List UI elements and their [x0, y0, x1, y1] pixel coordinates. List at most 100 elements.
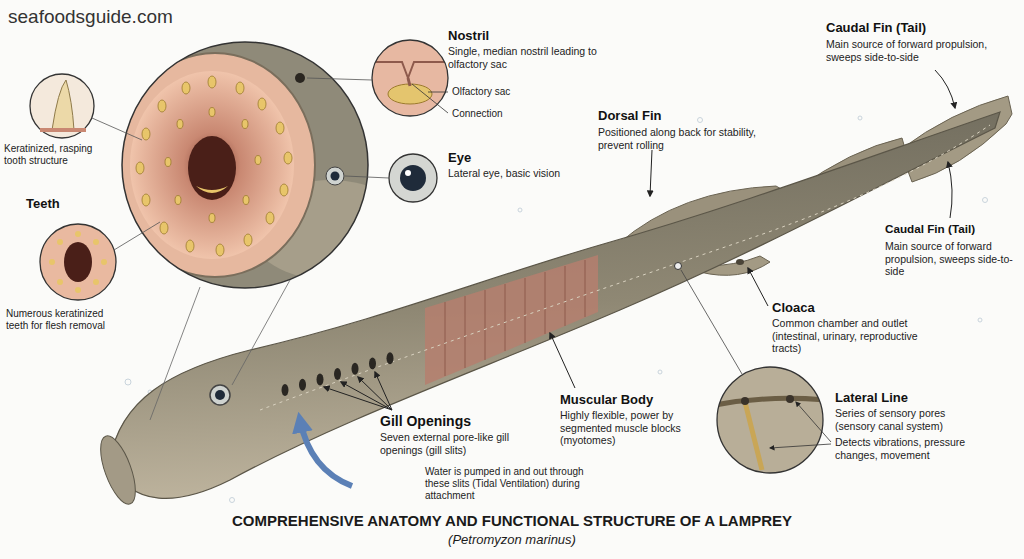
lateral-line-leader: [681, 270, 742, 374]
gill-arrow: [341, 382, 392, 410]
gill-slit: [369, 358, 376, 370]
teeth-leader: [114, 222, 160, 250]
sensory-pore: [741, 397, 749, 405]
part-name: Connection: [452, 108, 552, 120]
tooth: [142, 128, 150, 140]
tooth-dot: [49, 259, 55, 265]
olfactory-leader: [428, 92, 448, 93]
tooth: [142, 194, 150, 206]
tooth-dot: [75, 287, 81, 293]
tooth: [280, 184, 288, 196]
gill-slit: [299, 379, 306, 391]
myotome-line: [505, 284, 506, 351]
tooth: [266, 212, 274, 224]
nostril-inset-border: [372, 40, 448, 116]
bubble: [518, 208, 522, 212]
gill-slits: [282, 352, 394, 396]
part-description: Common chamber and outlet (intestinal, u…: [772, 317, 922, 355]
part-name: Nostril: [448, 28, 588, 44]
watermark: seafoodsguide.com: [8, 6, 228, 29]
part-name: Dorsal Fin: [598, 108, 758, 124]
part-description: Keratinized, rasping tooth structure: [4, 143, 104, 167]
caudal-arrow: [935, 70, 955, 108]
part-description: Single, median nostril leading to olfact…: [448, 45, 608, 70]
part-description: Main source of forward propulsion, sweep…: [826, 38, 998, 63]
diagram-title: COMPREHENSIVE ANATOMY AND FUNCTIONAL STR…: [0, 512, 1024, 529]
body-pupil: [215, 390, 225, 400]
part-description: Positioned along back for stability, pre…: [598, 126, 763, 151]
eye-leader: [345, 176, 389, 178]
water-flow-arrow: [300, 420, 352, 486]
part-description: Series of sensory pores (sensory canal s…: [835, 407, 985, 432]
bubble: [978, 318, 982, 322]
myotome-line: [485, 290, 486, 360]
part-description: Detects vibrations, pressure changes, mo…: [835, 436, 985, 461]
tooth: [255, 156, 261, 165]
teeth-inset-teeth: [49, 231, 107, 293]
lateral-line-inset-border: [717, 367, 823, 473]
tooth: [236, 82, 244, 94]
tooth-dot: [93, 279, 99, 285]
nostril-inset: [370, 38, 450, 118]
gill-slit: [334, 368, 341, 380]
tooth: [177, 120, 183, 129]
part-name: Teeth: [26, 196, 106, 212]
teeth: [136, 76, 292, 256]
part-name: Eye: [448, 150, 568, 166]
single-tooth: [52, 80, 74, 130]
bubble: [230, 498, 235, 503]
connection-leader: [412, 84, 448, 113]
gill-arrow: [375, 372, 392, 410]
lateral-line: [260, 125, 990, 410]
nostril-skin: [372, 62, 450, 78]
gill-slit: [352, 363, 359, 375]
tooth: [186, 240, 194, 252]
myotome-line: [525, 278, 526, 343]
myotome-line: [565, 266, 566, 326]
head-eye: [326, 167, 344, 185]
nostril-leader: [307, 78, 372, 80]
part-name: Muscular Body: [560, 392, 720, 408]
inset-leader: [232, 280, 290, 385]
part-description: Highly flexible, power by segmented musc…: [560, 409, 720, 447]
gill-arrow: [324, 387, 392, 410]
gill-slit: [282, 384, 289, 396]
tooth-base: [40, 128, 86, 132]
myotome-line: [465, 296, 466, 368]
lateral-line-inset: [715, 365, 825, 475]
note: Water is pumped in and out through these…: [425, 466, 605, 502]
oral-disc-rim: [115, 53, 315, 277]
tooth: [243, 196, 249, 205]
tooth: [216, 244, 224, 256]
tooth-dot: [57, 239, 63, 245]
tooth-dot: [93, 239, 99, 245]
eye-highlight: [405, 170, 411, 176]
tooth: [284, 152, 292, 164]
tooth-inset: [30, 74, 94, 138]
tooth: [208, 76, 216, 88]
part-name: Lateral Line: [835, 390, 995, 406]
cloaca-arrow: [748, 268, 768, 306]
teeth-inset: [40, 224, 116, 300]
part-description: Seven external pore-like gill openings (…: [380, 431, 550, 456]
part-description: Lateral eye, basic vision: [448, 167, 578, 180]
dorsal-arrow: [650, 150, 652, 196]
bubble: [125, 379, 131, 385]
head-nostril: [295, 73, 305, 83]
tooth: [182, 82, 190, 94]
part-description: Numerous keratinized teeth for flesh rem…: [6, 308, 121, 332]
sensory-canal: [715, 398, 825, 405]
tooth-dot: [101, 259, 107, 265]
gill-slit: [387, 352, 394, 364]
tooth-dot: [57, 279, 63, 285]
tooth: [258, 98, 266, 110]
bubble: [858, 116, 862, 120]
nostril-duct: [408, 78, 410, 86]
myotome-line: [585, 260, 586, 317]
sensory-pore: [786, 395, 794, 403]
diagram-caption: (Petromyzon marinus): [0, 532, 1024, 547]
myotome-line: [545, 272, 546, 334]
muscle-arrow: [550, 333, 575, 388]
eye-inset-pupil: [400, 165, 426, 191]
